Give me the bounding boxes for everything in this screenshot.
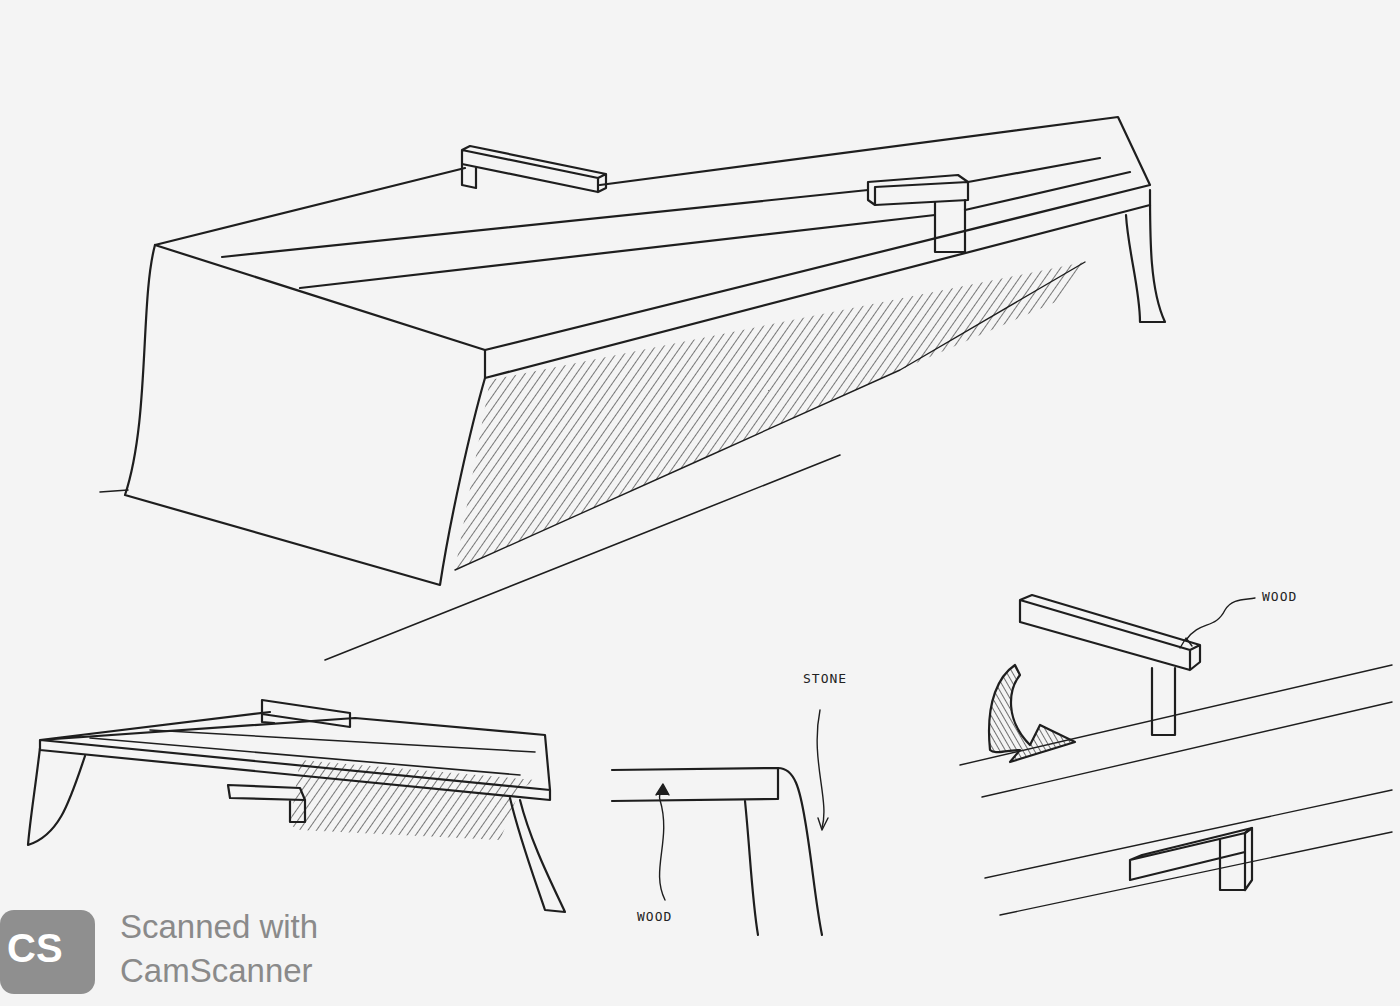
material-label: WOOD bbox=[1262, 589, 1297, 604]
material-label: STONE bbox=[803, 671, 847, 686]
watermark-logo-text: CS bbox=[7, 926, 63, 971]
watermark-text: Scanned with CamScanner bbox=[120, 905, 360, 993]
material-label: WOOD bbox=[637, 909, 672, 924]
watermark-logo bbox=[0, 910, 95, 994]
